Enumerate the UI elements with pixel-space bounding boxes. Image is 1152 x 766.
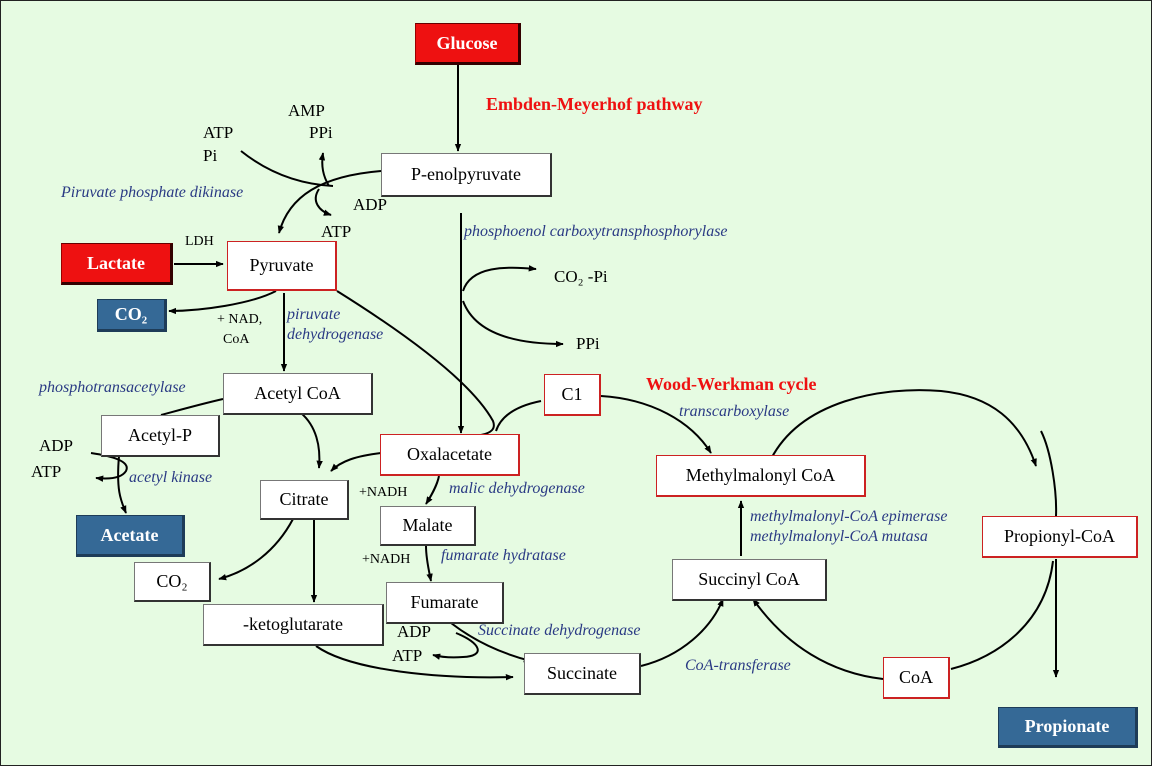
atp-label: ATP [203, 123, 234, 142]
adp-label-2: ADP [39, 436, 74, 455]
ppi-label: PPi [309, 123, 333, 142]
amp-label: AMP [288, 101, 325, 120]
adp-label-3: ADP [397, 622, 432, 641]
enzyme-tc: transcarboxylase [679, 403, 790, 420]
ppi-label-2: PPi [576, 334, 600, 353]
co2-top-box: CO₂ [97, 299, 167, 332]
adp-label: ADP [353, 195, 388, 214]
co2-bottom-box: CO₂ [134, 562, 211, 602]
arrow-citrate-co2 [218, 518, 294, 581]
oxalacetate-box: Oxalacetate [380, 434, 520, 476]
arrow-pep-pyruvate [277, 170, 382, 234]
succinate-box: Succinate [524, 653, 641, 695]
methylmalonyl-box: Methylmalonyl CoA [656, 455, 866, 497]
acetylp-box: Acetyl-P [101, 415, 220, 457]
arrow-acetylcoa-citrate [300, 412, 323, 469]
line-cycle-right [1040, 430, 1058, 517]
atp-label-3: ATP [31, 462, 62, 481]
enzyme-sdh: Succinate dehydrogenase [478, 622, 641, 639]
co2-pi-label: CO₂ -Pi [554, 267, 608, 286]
arrow-atp-pi-in [240, 150, 334, 187]
atp-label-2: ATP [321, 222, 352, 241]
arrow-co2pi [462, 265, 537, 292]
line-acetylcoa-acetylp [160, 398, 224, 416]
arrow-adp-atp [314, 188, 332, 216]
citrate-box: Citrate [260, 480, 349, 520]
enzyme-fh: fumarate hydratase [441, 547, 566, 564]
enzyme-ppdk: Piruvate phosphate dikinase [61, 184, 244, 201]
acetate-box: Acetate [76, 515, 185, 557]
nadh-label-2: +NADH [362, 552, 411, 567]
c1-box: C1 [544, 374, 601, 416]
enzyme-mcm: methylmalonyl-CoA mutasa [750, 528, 928, 545]
ketoglutarate-box: -ketoglutarate [203, 604, 384, 646]
ldh-label: LDH [185, 234, 214, 249]
enzyme-pepctp: phosphoenol carboxytransphosphorylase [464, 223, 728, 240]
arrow-succinate-succinylcoa [640, 598, 724, 667]
atp-label-4: ATP [392, 646, 423, 665]
arrow-coa-succinylcoa [752, 598, 884, 680]
pi-label: Pi [203, 146, 218, 165]
enzyme-cot: CoA-transferase [685, 657, 791, 674]
enzyme-ack: acetyl kinase [129, 469, 213, 486]
embden-meyerhof-title: Embden-Meyerhof pathway [486, 94, 703, 114]
glucose-box: Glucose [415, 23, 521, 65]
line-pyruvate-oxalacetate [336, 290, 495, 436]
acetylcoa-box: Acetyl CoA [223, 373, 373, 415]
lactate-box: Lactate [61, 243, 173, 285]
fumarate-box: Fumarate [386, 582, 504, 624]
enzyme-mdh: malic dehydrogenase [449, 480, 585, 497]
succinylcoa-box: Succinyl CoA [672, 559, 827, 601]
arrow-ppi [462, 300, 564, 348]
line-propionyl-coa [950, 560, 1054, 670]
arrow-c1-methylmalonyl [600, 395, 712, 454]
arrow-oxalacetate-citrate [330, 452, 382, 472]
arrow-malate-fumarate [425, 545, 433, 582]
coa-box: CoA [883, 657, 950, 699]
arrow-pyruvate-co2 [168, 290, 277, 315]
propionate-box: Propionate [998, 707, 1138, 748]
wood-werkman-title: Wood-Werkman cycle [646, 374, 817, 394]
nad-label: + NAD, [217, 312, 263, 327]
arrow-ketoglutarate-succinate [315, 645, 514, 681]
coa-cofactor-label: CoA [223, 332, 250, 347]
nadh-label-1: +NADH [359, 485, 408, 500]
enzyme-pdh-line2: dehydrogenase [287, 326, 384, 343]
enzyme-mce: methylmalonyl-CoA epimerase [750, 508, 948, 525]
penolpyruvate-box: P-enolpyruvate [381, 153, 552, 197]
propionylcoa-box: Propionyl-CoA [982, 516, 1138, 558]
arrow-amp-ppi-out [318, 152, 330, 187]
enzyme-pta: phosphotransacetylase [39, 379, 186, 396]
arrow-adp-atp-fumarate [432, 632, 479, 660]
arrow-oxalacetate-malate [425, 475, 440, 505]
enzyme-pdh-line1: piruvate [287, 306, 341, 323]
arrow-cycle-top-propionyl [770, 389, 1037, 467]
line-c1-oxalacetate [495, 400, 542, 432]
pyruvate-box: Pyruvate [227, 241, 337, 291]
arrow-acetylp-acetate [117, 455, 127, 514]
malate-box: Malate [380, 506, 476, 546]
